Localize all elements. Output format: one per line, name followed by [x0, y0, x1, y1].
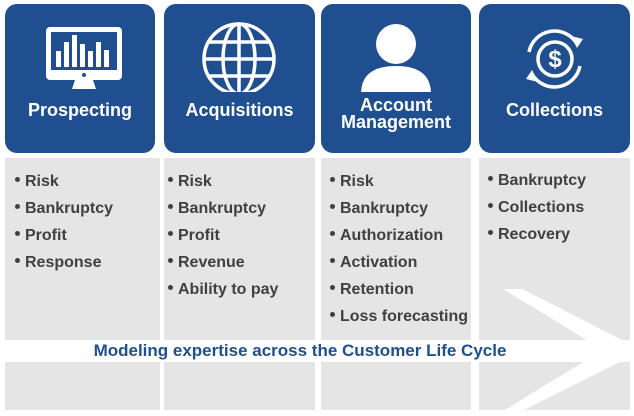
stage-title: Prospecting: [27, 100, 133, 120]
list-item: Authorization: [330, 226, 471, 253]
monitor-chart-icon: [46, 27, 122, 89]
stage-header-collections: $ Collections: [479, 4, 630, 153]
list-item: Bankruptcy: [330, 199, 471, 226]
list-item: Retention: [330, 280, 471, 307]
list-item: Risk: [15, 172, 160, 199]
list-item: Revenue: [168, 253, 315, 280]
stage-panel-account-management: Risk Bankruptcy Authorization Activation…: [321, 158, 471, 410]
svg-text:$: $: [548, 46, 562, 73]
person-icon: [361, 24, 431, 92]
list-item: Loss forecasting: [330, 307, 471, 334]
stage-panel-acquisitions: Risk Bankruptcy Profit Revenue Ability t…: [164, 158, 315, 410]
list-item: Bankruptcy: [15, 199, 160, 226]
list-item: Risk: [330, 172, 471, 199]
list-item: Profit: [168, 226, 315, 253]
stage-title: Account Management: [340, 95, 452, 132]
stage-title: Collections: [505, 100, 603, 120]
stage-header-account-management: Account Management: [321, 4, 471, 153]
list-item: Response: [15, 253, 160, 280]
dollar-cycle-icon: $: [526, 29, 583, 89]
banner-text: Modeling expertise across the Customer L…: [93, 341, 507, 360]
list-item: Ability to pay: [168, 280, 315, 307]
list-item: Recovery: [488, 225, 630, 252]
list-item: Collections: [488, 198, 630, 225]
banner-band: [0, 340, 634, 362]
list-item: Profit: [15, 226, 160, 253]
list-item: Bankruptcy: [488, 171, 630, 198]
list-item: Risk: [168, 172, 315, 199]
list-item: Activation: [330, 253, 471, 280]
stage-title: Acquisitions: [185, 100, 294, 120]
globe-icon: [202, 22, 276, 92]
stage-header-acquisitions: Acquisitions: [164, 4, 315, 153]
list-item: Bankruptcy: [168, 199, 315, 226]
stage-header-prospecting: Prospecting: [5, 4, 155, 153]
stage-panel-prospecting: Risk Bankruptcy Profit Response: [5, 158, 160, 410]
